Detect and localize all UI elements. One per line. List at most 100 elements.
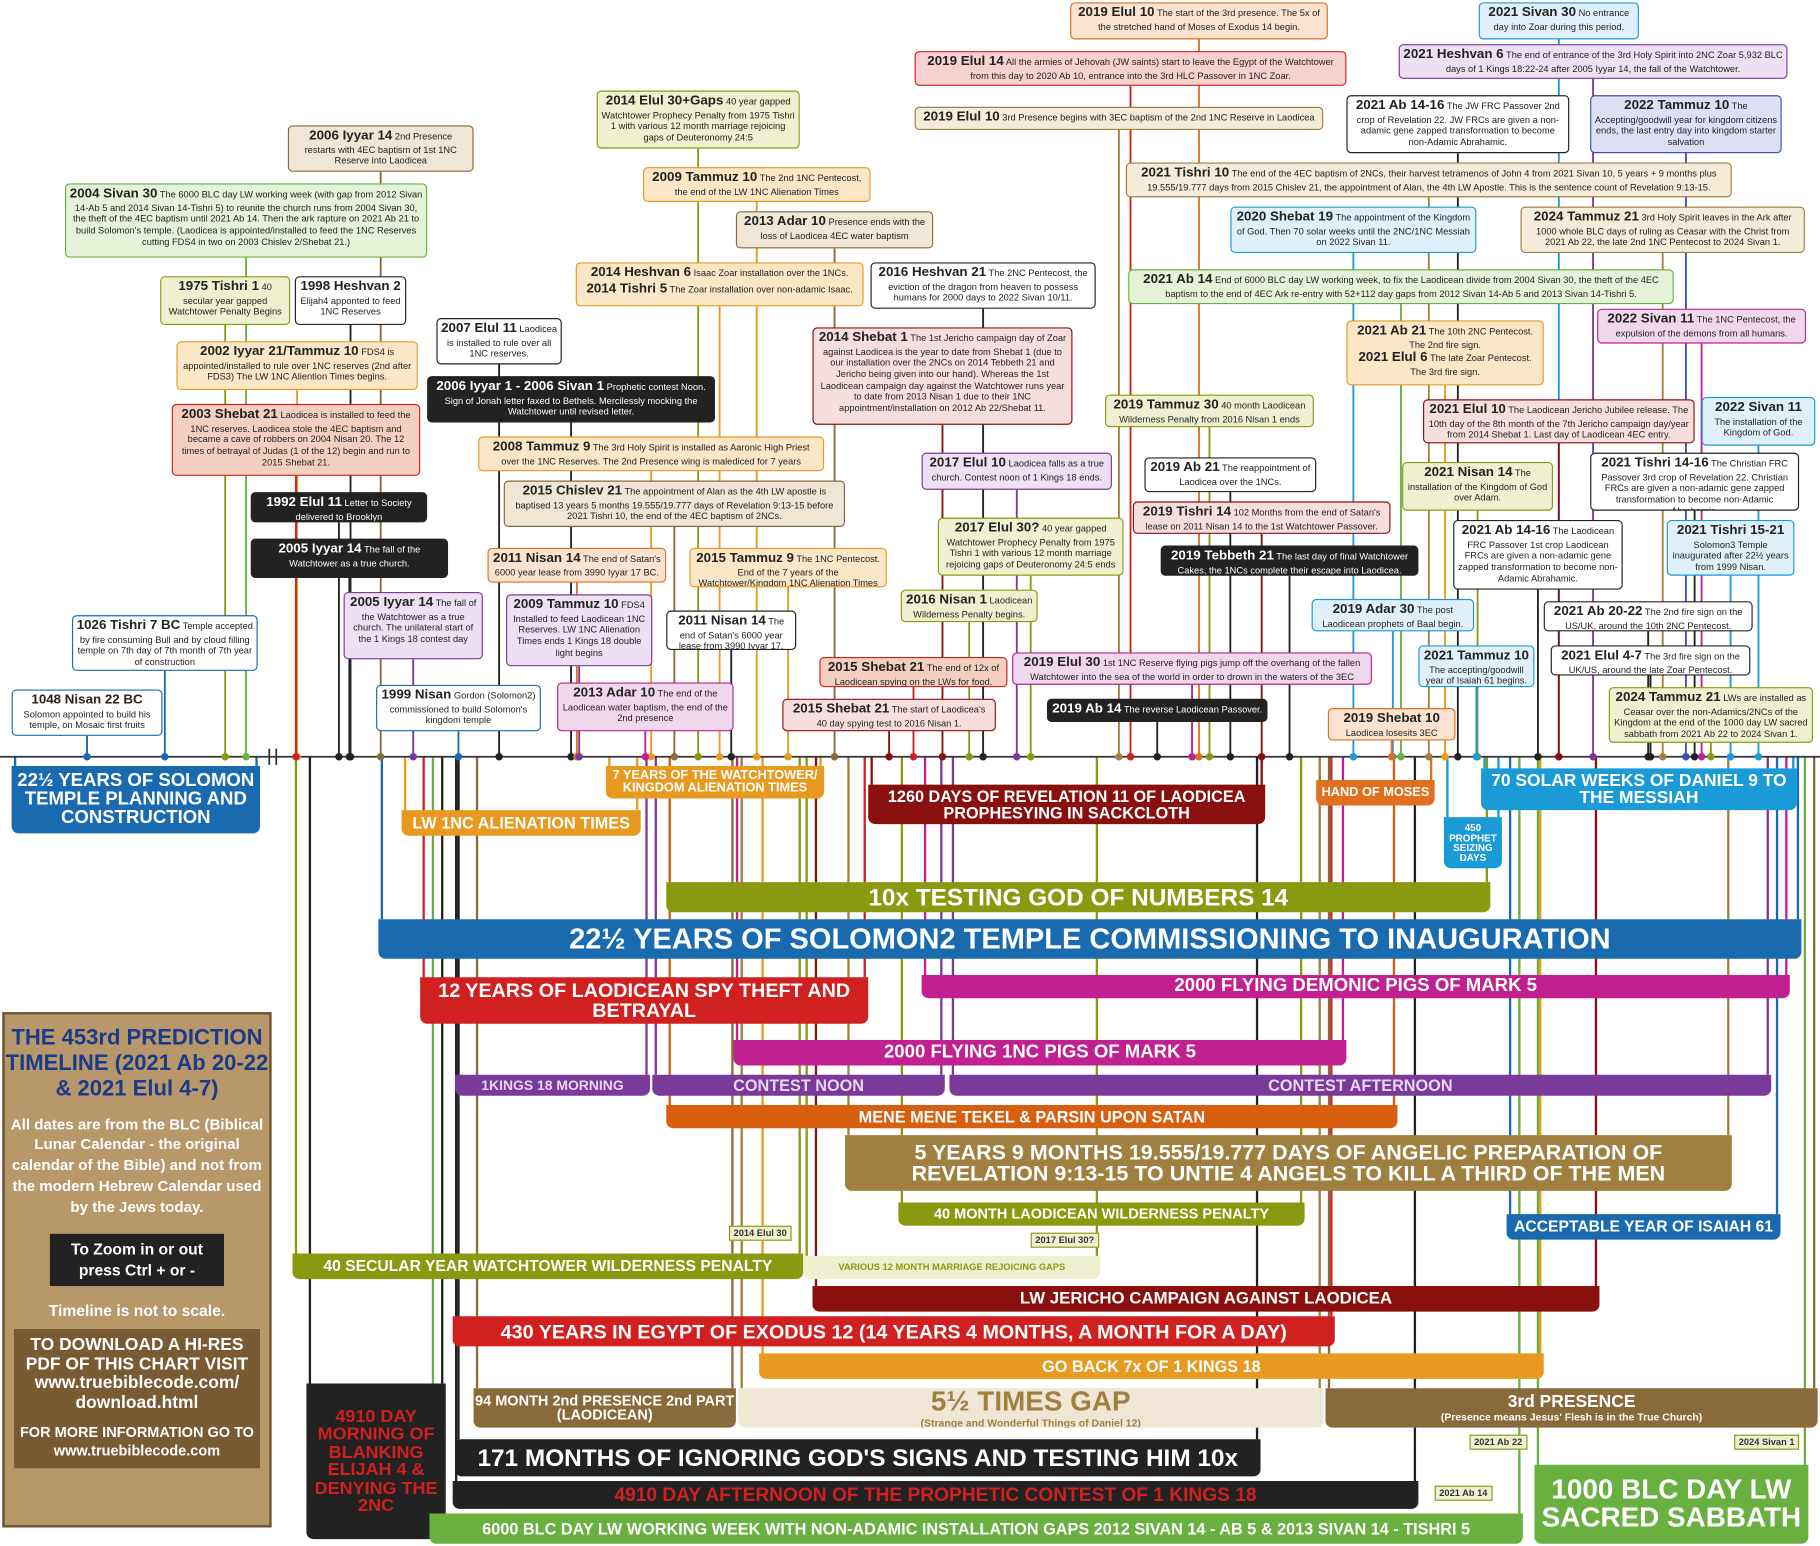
period-bar-label: 22½ YEARS OF SOLOMON TEMPLE PLANNING AND… [17, 770, 255, 828]
event-callout: 2014 Shebat 1 The 1st Jericho campaign d… [812, 327, 1073, 425]
event-description: The installation of the Kingdom of God o… [1407, 467, 1548, 504]
timeline-dot [495, 753, 503, 761]
event-callout: 2015 Shebat 21 The end of 12x of Laodice… [819, 656, 1008, 688]
event-callout: 2013 Adar 10 Presence ends with the loss… [735, 211, 934, 249]
timeline-dot [1707, 753, 1715, 761]
timeline-dot [670, 753, 679, 761]
timeline-dot [753, 753, 761, 761]
event-callout: 2021 Ab 14 End of 6000 BLC day LW workin… [1128, 269, 1674, 305]
event-description: The start of the 3rd presence. The 5x of… [1098, 8, 1320, 33]
timeline-dot [1195, 753, 1203, 761]
period-bar-label: 70 SOLAR WEEKS OF DANIEL 9 TO THE MESSIA… [1491, 770, 1787, 808]
event-date: 2009 Tammuz 10 [652, 170, 758, 185]
date-tag: 2021 Ab 22 [1469, 1434, 1527, 1450]
scale-note: Timeline is not to scale. [48, 1302, 226, 1321]
event-callout: 2022 Sivan 11 The 1NC Pentecost, the exp… [1597, 308, 1807, 344]
timeline-dot [1754, 753, 1763, 761]
event-callout: 2019 Tishri 14 102 Months from the end o… [1132, 501, 1391, 534]
period-bar: 2000 FLYING 1NC PIGS OF MARK 5 [733, 1039, 1347, 1066]
event-callout: 2002 Iyyar 21/Tammuz 10 FDS4 is appointe… [176, 341, 418, 390]
event-callout: 2003 Shebat 21 Laodicea is installed to … [171, 403, 421, 476]
event-date: 2006 Iyyar 1 - 2006 Sivan 1 [436, 379, 605, 394]
more-info-link-text[interactable]: FOR MORE INFORMATION GO TO www.truebible… [19, 1424, 254, 1459]
event-date: 2008 Tammuz 9 [492, 439, 591, 454]
event-callout: 2021 Ab 14-16 The JW FRC Passover 2nd cr… [1346, 95, 1570, 154]
event-callout: 2021 Tammuz 10 The accepting/goodwill ye… [1418, 645, 1535, 688]
event-date: 2022 Tammuz 10 [1624, 98, 1730, 113]
download-box: TO DOWNLOAD A HI-RES PDF OF THIS CHART V… [13, 1329, 260, 1468]
timeline-dot [161, 753, 169, 761]
event-date: 1999 Nisan [381, 688, 452, 703]
event-date: 2016 Nisan 1 [906, 593, 987, 608]
event-description: Solomon appointed to build his temple, o… [23, 708, 151, 731]
event-date: 2022 Sivan 11 [1607, 312, 1695, 327]
event-callout: 2021 Heshvan 6 The end of entrance of th… [1398, 44, 1788, 79]
event-description: The end of 12x of Laodicean spying on th… [834, 662, 1000, 687]
timeline-dot [1257, 753, 1266, 761]
event-date: 2020 Shebat 19 [1236, 210, 1334, 225]
event-description: The JW FRC Passover 2nd crop of Revelati… [1356, 100, 1560, 148]
event-description: The end of Satan's 6000 year lease from … [678, 616, 785, 650]
period-bar-label: 10x TESTING GOD OF NUMBERS 14 [868, 883, 1289, 911]
event-callout: 2019 Adar 30 The post Laodicean prophets… [1311, 598, 1475, 632]
event-date: 2019 Ab 21 [1150, 460, 1220, 475]
period-bar: LW JERICHO CAMPAIGN AGAINST LAODICEA [812, 1286, 1600, 1312]
event-date: 2021 Heshvan 6 [1403, 47, 1504, 62]
event-callout: 2005 Iyyar 14 The fall of the Watchtower… [250, 538, 449, 579]
period-bar-label: CONTEST NOON [733, 1075, 865, 1095]
period-bar: 22½ YEARS OF SOLOMON2 TEMPLE COMMISSIONI… [378, 919, 1802, 959]
event-callout: 1998 Heshvan 2 Elijah4 apponted to feed … [294, 276, 407, 325]
event-description: The appointment of Alan as the 4th LW ap… [515, 486, 834, 522]
event-description: The end of the 4EC baptism of 2NCs, thei… [1147, 168, 1717, 193]
event-description: The 1NC Pentecost. End of the 7 years of… [698, 553, 880, 588]
timeline-dot [830, 753, 839, 761]
event-description: Laodicea is installed to feed the 1NC re… [181, 409, 411, 468]
timeline-dot [376, 753, 385, 761]
info-panel: THE 453rd PREDICTION TIMELINE (2021 Ab 2… [2, 1012, 272, 1528]
event-description: The late Zoar Pentecost. The 3rd fire si… [1410, 353, 1532, 378]
timeline-dot [1387, 753, 1396, 761]
event-description: The appointment of the Kingdom of God. T… [1236, 212, 1471, 248]
event-callout: 1992 Elul 11 Letter to Society delivered… [250, 492, 428, 523]
event-description: The fall of the Watchtower as a true chu… [289, 544, 421, 569]
period-bar-sublabel: (Strange and Wonderful Things of Daniel … [920, 1416, 1141, 1428]
event-date: 2015 Chislev 21 [522, 484, 623, 498]
event-description: Letter to Society delivered to Brooklyn [295, 497, 412, 523]
timeline-dot [575, 753, 583, 761]
event-description: Laodicea falls as a true church. Contest… [931, 458, 1105, 483]
event-date: 2021 Elul 6 [1358, 350, 1428, 365]
event-callout: 2009 Tammuz 10 The 2nd 1NC Pentecost, th… [643, 167, 871, 202]
event-date: 2019 Tishri 14 [1142, 504, 1231, 519]
event-date: 2015 Tammuz 9 [696, 551, 794, 566]
timeline-dot [1589, 753, 1597, 761]
period-bar: 3rd PRESENCE(Presence means Jesus' Flesh… [1325, 1388, 1818, 1428]
period-bar-label: MENE MENE TEKEL & PARSIN UPON SATAN [858, 1107, 1206, 1126]
event-callout: 2006 Iyyar 1 - 2006 Sivan 1 Prophetic co… [427, 376, 715, 423]
event-description: Presence ends with the loss of Laodicea … [760, 217, 926, 242]
timeline-dot [715, 753, 724, 761]
period-bar-label: 4910 DAY AFTERNOON OF THE PROPHETIC CONT… [614, 1484, 1257, 1506]
timeline-dot [1126, 753, 1135, 761]
event-date: 2021 Tammuz 10 [1423, 648, 1529, 663]
timeline-dot [641, 753, 650, 761]
download-link-text[interactable]: TO DOWNLOAD A HI-RES PDF OF THIS CHART V… [25, 1335, 249, 1413]
period-bar: GO BACK 7x OF 1 KINGS 18 [759, 1353, 1544, 1379]
event-callout: 2019 Elul 10 The start of the 3rd presen… [1070, 2, 1328, 40]
event-date: 2021 Elul 10 [1429, 402, 1506, 417]
event-description: Isaac Zoar installation over the 1NCs. [693, 268, 849, 279]
event-callout: 2021 Ab 20-22 The 2nd fire sign on the U… [1543, 601, 1753, 632]
timeline-dot [1226, 753, 1235, 761]
event-callout: 1048 Nisan 22 BC Solomon appointed to bu… [11, 689, 163, 736]
event-callout: 2015 Tammuz 9 The 1NC Pentecost. End of … [689, 547, 887, 588]
period-bar: 7 YEARS OF THE WATCHTOWER/ KINGDOM ALIEN… [605, 766, 825, 799]
event-callout: 2021 Ab 21 The 10th 2NC Pentecost. The 2… [1346, 320, 1544, 386]
period-bar-label: 7 YEARS OF THE WATCHTOWER/ KINGDOM ALIEN… [612, 768, 818, 796]
event-description: The reappointment of Laodicea over the 1… [1179, 463, 1311, 488]
event-date: 2021 Tishri 14-16 [1601, 456, 1709, 471]
period-bar: CONTEST AFTERNOON [949, 1074, 1772, 1096]
event-callout: 2021 Nisan 14 The installation of the Ki… [1402, 461, 1554, 511]
event-description: The start of Laodicea's 40 day spying te… [816, 704, 986, 729]
event-description: Laodicea losesits 3EC baptism. [1345, 727, 1438, 740]
period-bar-label: 3rd PRESENCE [1507, 1391, 1636, 1412]
